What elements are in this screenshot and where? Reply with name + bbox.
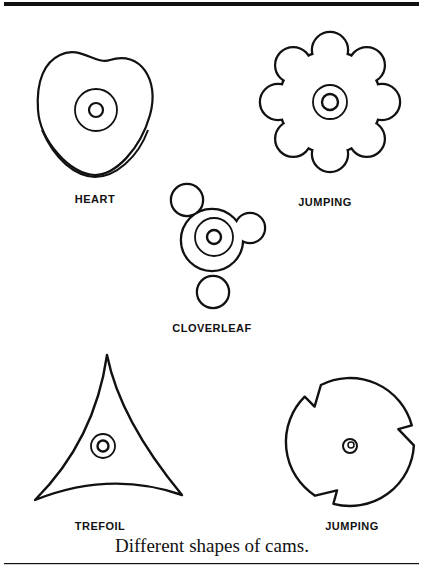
- top-rule: [4, 2, 419, 6]
- jumping-notched-cam: [286, 378, 414, 506]
- figure-caption: Different shapes of cams.: [115, 535, 309, 557]
- cam-name-label: JUMPING: [298, 196, 352, 208]
- cam-name-label: JUMPING: [325, 520, 379, 532]
- cam-name-label: HEART: [75, 193, 115, 205]
- bottom-rule: [4, 563, 419, 564]
- jumping-lobed-cam: [261, 33, 399, 171]
- cam-name-label: TREFOIL: [75, 520, 126, 532]
- cam-name-label: CLOVERLEAF: [172, 322, 252, 334]
- heart-cam: [38, 52, 153, 177]
- cloverleaf-cam: [172, 185, 264, 307]
- trefoil-cam: [35, 355, 182, 500]
